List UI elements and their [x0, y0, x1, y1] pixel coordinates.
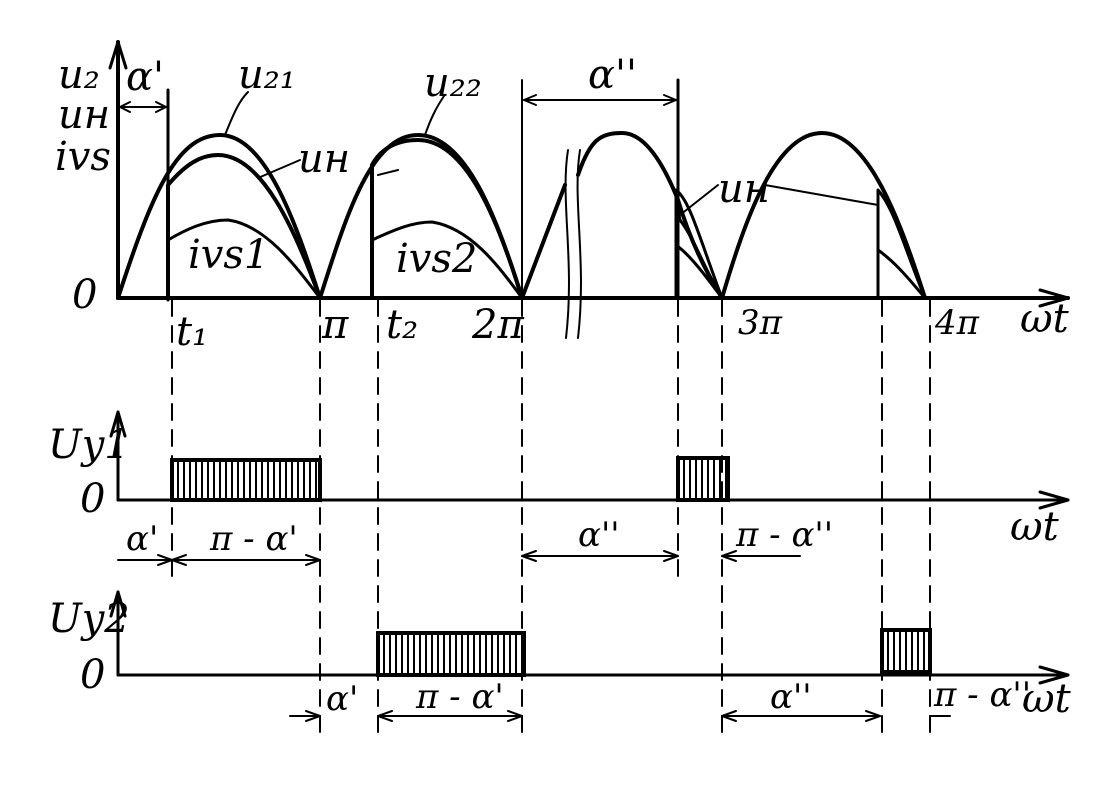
ivs2-label: ivs2: [396, 236, 477, 282]
uy2-pulse-1-hatch: [383, 633, 523, 675]
un-curve-2: [370, 138, 524, 300]
pi-minus-alpha1-uy1-arrow-left: [171, 554, 187, 566]
alpha2-uy1-arrow-left: [521, 550, 537, 562]
uy1-y-axis-arrow: [109, 410, 127, 438]
alpha2-top-label: α'': [588, 52, 637, 98]
pi-minus-alpha2-uy2-label: π - α'': [933, 675, 1031, 715]
un2-label: uн: [718, 166, 770, 212]
ivs2-curve: [370, 220, 524, 300]
uy1-pulse-1-hatch: [177, 460, 317, 500]
ivs-axis-label: ivs: [55, 134, 111, 180]
uy2-zero-label: 0: [80, 652, 105, 698]
ivs4-curve: [876, 248, 927, 300]
alpha1-top-arrow-right: [155, 101, 167, 113]
uy1-pulse-1: [170, 458, 322, 502]
uy2-x-axis-arrow: [1038, 665, 1070, 685]
pi-minus-alpha1-uy2-arrow-left: [377, 710, 393, 722]
u22-label: u₂₂: [424, 60, 482, 106]
ivs1-label: ivs1: [188, 232, 269, 278]
alpha1-uy2-label: α': [326, 679, 358, 719]
uy1-zero-label: 0: [80, 476, 105, 522]
alpha1-top-label: α': [126, 54, 164, 100]
three-pi-label: 3π: [738, 303, 783, 343]
u2-axis-label: u₂: [58, 52, 100, 98]
top-y-axis-arrow: [108, 40, 128, 70]
u2-fourth-halfwave: [720, 131, 927, 300]
alpha1-uy1-label: α': [126, 519, 158, 559]
un-curve-3: [674, 188, 724, 300]
u22-leader: [424, 95, 445, 136]
uy1-wt-label: ωt: [1010, 504, 1060, 550]
alpha2-uy2-arrow-left: [721, 710, 737, 722]
uy2-axis-label: Uy2: [48, 596, 130, 642]
axis-break-left: [564, 149, 570, 339]
uy1-axis-label: Uy1: [48, 422, 130, 468]
un4-leader: [764, 184, 879, 206]
un-curve-1: [166, 153, 322, 300]
un1-leader: [257, 159, 301, 179]
pi-label: π: [321, 302, 349, 348]
alpha2-uy2-label: α'': [770, 677, 812, 717]
pi-minus-alpha2-uy1-label: π - α'': [735, 515, 833, 555]
ivs3-curve: [674, 243, 724, 300]
t2-label: t₂: [386, 302, 418, 348]
alpha2-top-arrow-left: [523, 94, 537, 106]
alpha2-uy1-arrow-right: [663, 550, 679, 562]
alpha2-top-arrow-right: [663, 94, 677, 106]
u21-curve: [116, 133, 322, 300]
uy1-pulse-2-hatch: [683, 458, 727, 500]
pi-minus-alpha1-uy2-label: π - α': [415, 677, 504, 717]
uy2-y-axis-arrow: [109, 590, 127, 618]
un2-leader: [377, 169, 399, 176]
pi-minus-alpha2-uy1-arrow: [721, 550, 737, 562]
pi-minus-alpha1-uy1-label: π - α': [209, 519, 298, 559]
top-x-axis-arrow: [1038, 288, 1070, 308]
alpha1-uy2-arrow: [305, 710, 321, 722]
top-wt-label: ωt: [1020, 296, 1070, 342]
pi-minus-alpha1-uy2-arrow-right: [507, 710, 523, 722]
uy2-pulse-2-hatch: [887, 630, 925, 672]
u21-leader: [224, 91, 249, 136]
un-curve-4: [876, 188, 927, 300]
uy2-wt-label: ωt: [1022, 676, 1072, 722]
uy1-x-axis-arrow: [1038, 490, 1070, 510]
pi-minus-alpha1-uy1-arrow-right: [305, 554, 321, 566]
axis-break-right: [576, 149, 582, 339]
ivs1-curve: [166, 218, 322, 300]
top-zero-label: 0: [72, 272, 97, 318]
two-pi-label: 2π: [471, 302, 524, 348]
four-pi-label: 4π: [934, 303, 980, 343]
alpha1-top-arrow-left: [119, 101, 131, 113]
alpha2-uy1-label: α'': [578, 515, 620, 555]
un3-leader: [679, 184, 719, 216]
un-axis-label: uн: [58, 92, 110, 138]
un1-label: uн: [298, 136, 350, 182]
alpha2-uy2-arrow-right: [865, 710, 881, 722]
u21-label: u₂₁: [238, 52, 296, 98]
t1-label: t₁: [176, 309, 208, 355]
